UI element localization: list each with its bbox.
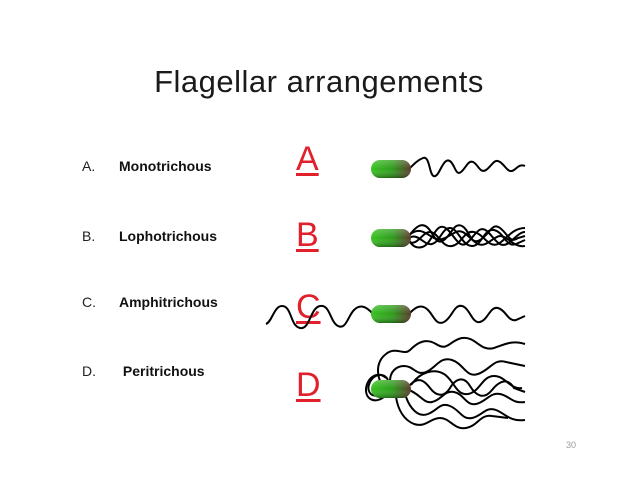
row-d-letter: D.	[82, 363, 96, 379]
row-b-letter: B.	[82, 228, 96, 244]
bacterium-lophotrichous-icon	[371, 224, 526, 249]
row-d-name: Peritrichous	[119, 363, 205, 379]
bacterium-monotrichous-icon	[371, 156, 526, 178]
row-a-letter: A.	[82, 158, 96, 174]
row-b-name: Lophotrichous	[119, 228, 217, 244]
row-b-big-letter: B	[296, 216, 319, 254]
row-a-big-letter: A	[296, 140, 319, 178]
row-c-letter: C.	[82, 294, 96, 310]
row-c-name: Amphitrichous	[119, 294, 218, 310]
bacterium-amphitrichous-icon	[265, 304, 526, 330]
slide-title: Flagellar arrangements	[154, 64, 484, 99]
row-a-name: Monotrichous	[119, 158, 212, 174]
page-number: 30	[566, 440, 577, 450]
bacterium-peritrichous-icon	[364, 336, 526, 430]
row-d-big-letter: D	[296, 366, 321, 404]
